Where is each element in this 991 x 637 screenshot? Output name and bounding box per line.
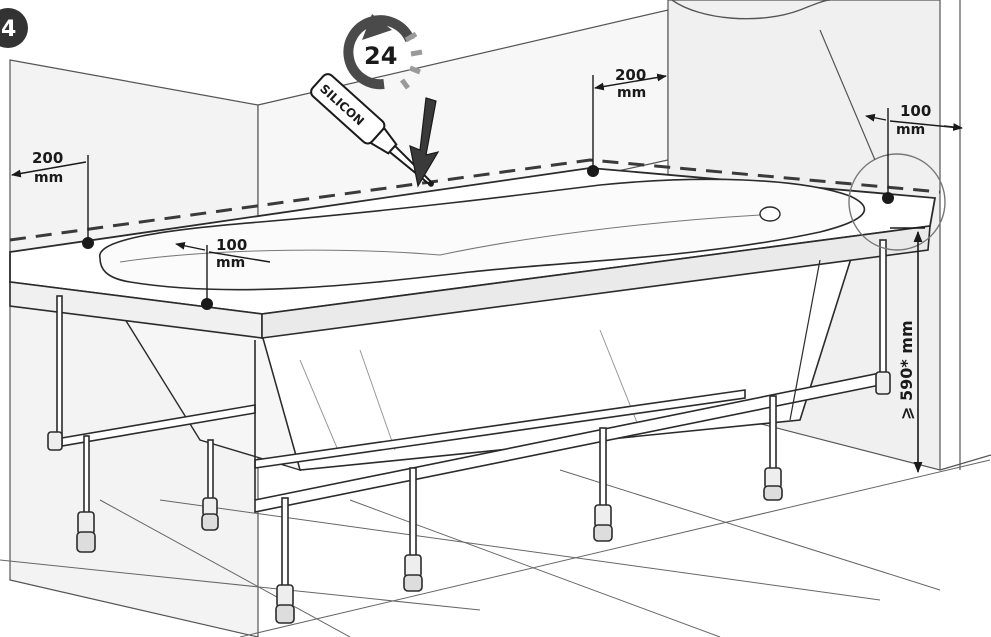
leg — [763, 395, 783, 501]
magnifier-circle — [671, 0, 831, 20]
fixing-points — [82, 165, 894, 310]
dim-height-value: ⩾ 590* mm — [897, 320, 916, 420]
dim-left-wall-value: 200 — [32, 149, 63, 167]
leg — [403, 467, 423, 592]
leg — [275, 497, 295, 624]
fixing-point — [201, 298, 213, 310]
clock-ticks — [400, 31, 423, 90]
rotate-arrow-icon — [362, 14, 392, 40]
dim-height — [890, 227, 925, 474]
wall-edge — [939, 454, 991, 471]
tub-opening — [99, 178, 866, 291]
dim-back-wall-unit: mm — [617, 85, 646, 101]
dim-back-wall — [592, 73, 667, 168]
overflow-fitting — [759, 206, 781, 222]
leg — [875, 239, 891, 395]
leg — [47, 295, 63, 451]
dim-front-rim — [175, 241, 271, 300]
dim-corner — [865, 108, 963, 192]
leader-line — [819, 29, 876, 161]
press-arrow-icon — [409, 97, 440, 188]
dim-corner-value: 100 — [900, 102, 931, 120]
dim-front-rim-unit: mm — [216, 255, 245, 271]
tub-rim-long-front — [261, 225, 931, 339]
tub-inner-curve — [119, 214, 761, 263]
dim-back-wall-value: 200 — [615, 66, 646, 84]
floor-grid — [0, 459, 991, 637]
silicone-seal-line — [9, 158, 941, 242]
fixing-point — [82, 237, 94, 249]
dim-left-wall-unit: mm — [34, 170, 63, 186]
dim-corner-unit: mm — [896, 122, 925, 138]
clock-arc-icon — [343, 15, 415, 90]
leg — [76, 435, 96, 553]
dim-front-rim-value: 100 — [216, 236, 247, 254]
leg — [593, 427, 613, 542]
support-frame — [47, 239, 891, 624]
step-number: 4 — [1, 17, 16, 42]
cure-time-value: 24 — [364, 42, 397, 70]
leg — [201, 439, 219, 531]
bathtub — [9, 167, 937, 472]
fixing-point — [882, 192, 894, 204]
fixing-point — [587, 165, 599, 177]
cure-time-icon: 24 — [343, 14, 423, 90]
corner-detail-circle — [848, 153, 946, 251]
step-badge: 4 — [0, 8, 28, 48]
left-wall — [9, 59, 259, 637]
dim-left-wall — [11, 155, 89, 240]
